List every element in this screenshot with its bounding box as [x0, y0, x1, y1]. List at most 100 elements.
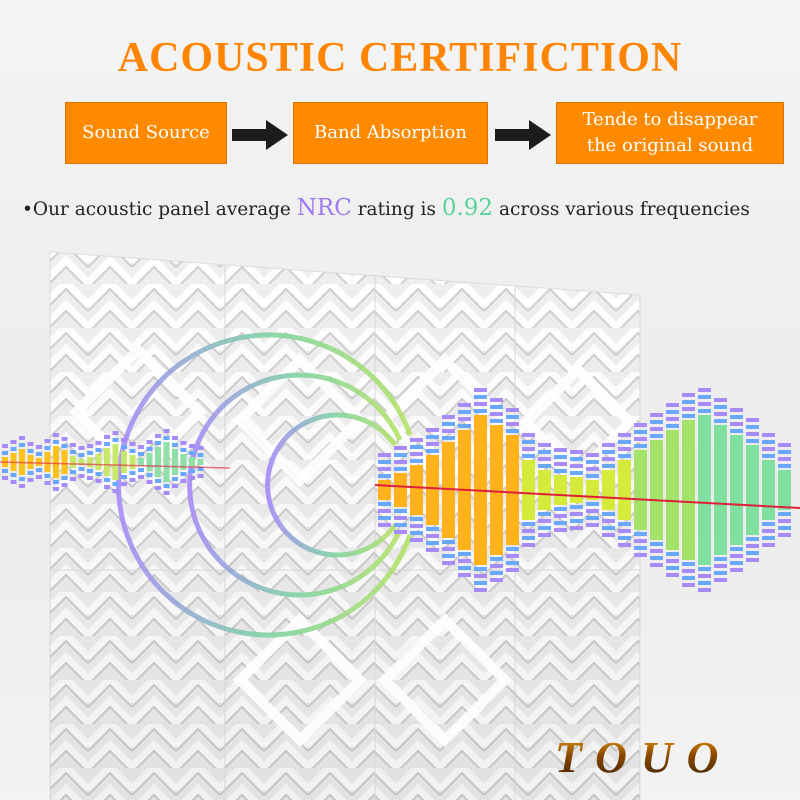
wave-cap — [634, 437, 647, 441]
wave-cap — [762, 454, 775, 458]
wave-cap — [138, 452, 144, 456]
wave-cap — [474, 402, 487, 406]
wave-cap — [78, 446, 85, 450]
wave-cap — [70, 470, 76, 474]
wave-cap — [762, 440, 775, 444]
wave-cap — [410, 445, 423, 449]
wave-cap — [138, 445, 144, 449]
wave-bar — [522, 460, 535, 520]
wave-cap — [746, 558, 759, 562]
wave-cap — [666, 566, 679, 570]
wave-cap — [426, 534, 439, 538]
wave-cap — [618, 440, 631, 444]
wave-cap — [61, 483, 68, 487]
nrc-label: NRC — [296, 195, 352, 221]
wave-cap — [27, 478, 34, 482]
wave-cap — [163, 429, 170, 433]
wave-cap — [442, 415, 455, 419]
wave-cap — [698, 402, 711, 406]
wave-cap — [2, 444, 8, 448]
wave-cap — [442, 422, 455, 426]
wave-cap — [458, 417, 471, 421]
wave-cap — [746, 537, 759, 541]
wave-cap — [730, 429, 743, 433]
wave-cap — [682, 576, 695, 580]
wave-cap — [53, 440, 59, 444]
wave-cap — [682, 562, 695, 566]
wave-cap — [682, 393, 695, 397]
wave-cap — [554, 448, 567, 452]
wave-bar — [189, 457, 195, 467]
wave-cap — [458, 573, 471, 577]
wave-cap — [554, 521, 567, 525]
wave-cap — [180, 448, 187, 452]
wave-cap — [602, 533, 615, 537]
acoustic-panel-illustration — [0, 251, 800, 800]
wave-cap — [778, 526, 791, 530]
wave-bar — [634, 450, 647, 530]
wave-cap — [746, 418, 759, 422]
wave-cap — [378, 467, 391, 471]
wave-cap — [19, 484, 25, 488]
wave-cap — [538, 519, 551, 523]
wave-cap — [538, 443, 551, 447]
wave-cap — [538, 533, 551, 537]
wave-bar — [618, 460, 631, 520]
note-middle: rating is — [351, 199, 442, 220]
wave-bar — [666, 430, 679, 550]
wave-cap — [698, 388, 711, 392]
wave-cap — [602, 457, 615, 461]
wave-cap — [586, 516, 599, 520]
wave-bar — [95, 454, 102, 470]
wave-cap — [426, 449, 439, 453]
wave-cap — [730, 554, 743, 558]
wave-bar — [70, 456, 76, 468]
wave-cap — [121, 482, 127, 486]
wave-cap — [570, 526, 583, 530]
wave-cap — [78, 453, 85, 457]
wave-cap — [146, 447, 153, 451]
wave-cap — [442, 429, 455, 433]
wave-cap — [378, 502, 391, 506]
wave-cap — [538, 526, 551, 530]
wave-cap — [155, 479, 161, 483]
wave-cap — [554, 455, 567, 459]
wave-cap — [180, 479, 187, 483]
wave-cap — [44, 481, 51, 485]
wave-cap — [714, 578, 727, 582]
wave-cap — [426, 435, 439, 439]
wave-cap — [522, 543, 535, 547]
wave-cap — [121, 445, 127, 449]
wave-cap — [53, 487, 59, 491]
wave-bar — [155, 447, 161, 477]
wave-cap — [189, 444, 195, 448]
wave-cap — [2, 476, 8, 480]
wave-cap — [394, 516, 407, 520]
acoustic-panel-image — [49, 251, 641, 800]
wave-cap — [378, 523, 391, 527]
wave-cap — [586, 467, 599, 471]
wave-cap — [506, 547, 519, 551]
wave-cap — [36, 445, 42, 449]
wave-cap — [104, 485, 110, 489]
wave-cap — [506, 422, 519, 426]
wave-cap — [458, 566, 471, 570]
page-title: ACOUSTIC CERTIFICTION — [117, 35, 683, 81]
wave-cap — [602, 526, 615, 530]
wave-cap — [172, 484, 178, 488]
nrc-value: 0.92 — [441, 195, 494, 221]
wave-cap — [27, 442, 34, 446]
wave-cap — [650, 542, 663, 546]
wave-cap — [698, 588, 711, 592]
wave-bar — [554, 475, 567, 505]
wave-cap — [650, 420, 663, 424]
wave-cap — [570, 505, 583, 509]
wave-cap — [490, 557, 503, 561]
wave-cap — [87, 476, 93, 480]
wave-cap — [163, 484, 170, 488]
wave-cap — [410, 531, 423, 535]
wave-bar — [714, 425, 727, 555]
wave-cap — [19, 436, 25, 440]
wave-bar — [490, 425, 503, 555]
